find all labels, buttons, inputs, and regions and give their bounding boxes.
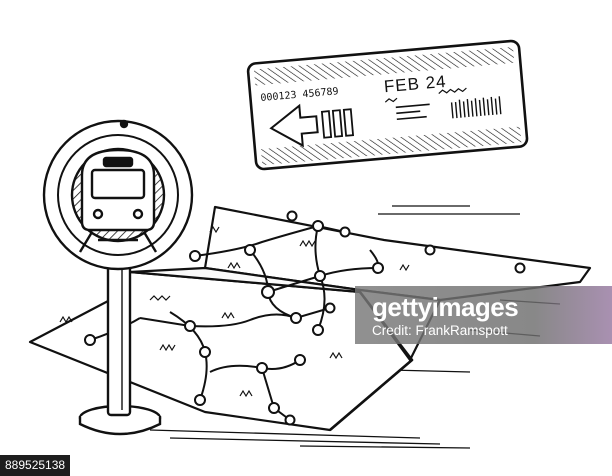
image-id-label: 889525138 [0, 455, 71, 476]
map-squiggles [59, 225, 410, 398]
subway-map-stations [84, 210, 526, 426]
watermark-banner [355, 286, 612, 344]
watermark-logo: gettyimages [372, 292, 519, 322]
transit-ticket-icon: 000123 456789 FEB 24 [246, 39, 529, 171]
train-sign-icon [42, 119, 194, 436]
watermark-credit: Credit: FrankRamspott [372, 323, 508, 338]
